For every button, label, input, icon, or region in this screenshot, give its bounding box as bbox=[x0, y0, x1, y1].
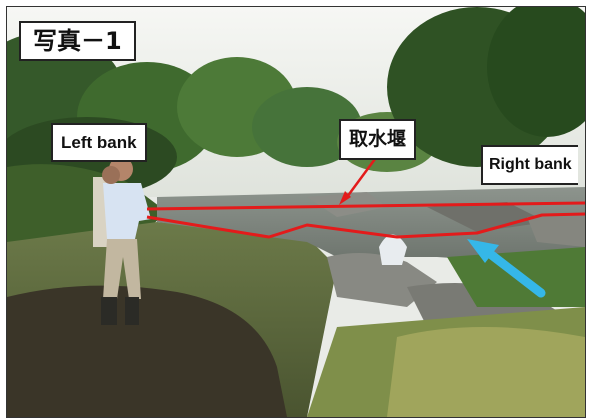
figure-label: 写真－1 bbox=[19, 21, 136, 61]
red-arrow-icon bbox=[339, 158, 377, 205]
photo-frame: 写真－1 Left bank 取水堰 Right bank bbox=[6, 6, 586, 418]
weir-outline bbox=[146, 201, 585, 239]
waterfall bbox=[379, 234, 407, 265]
person bbox=[93, 157, 151, 325]
mud-patch bbox=[7, 285, 287, 417]
blue-arrow-icon bbox=[467, 239, 546, 298]
river-photo bbox=[7, 7, 585, 417]
right-bank-label: Right bank bbox=[481, 145, 578, 185]
weir-label: 取水堰 bbox=[339, 119, 417, 160]
left-bank-label: Left bank bbox=[51, 123, 147, 162]
